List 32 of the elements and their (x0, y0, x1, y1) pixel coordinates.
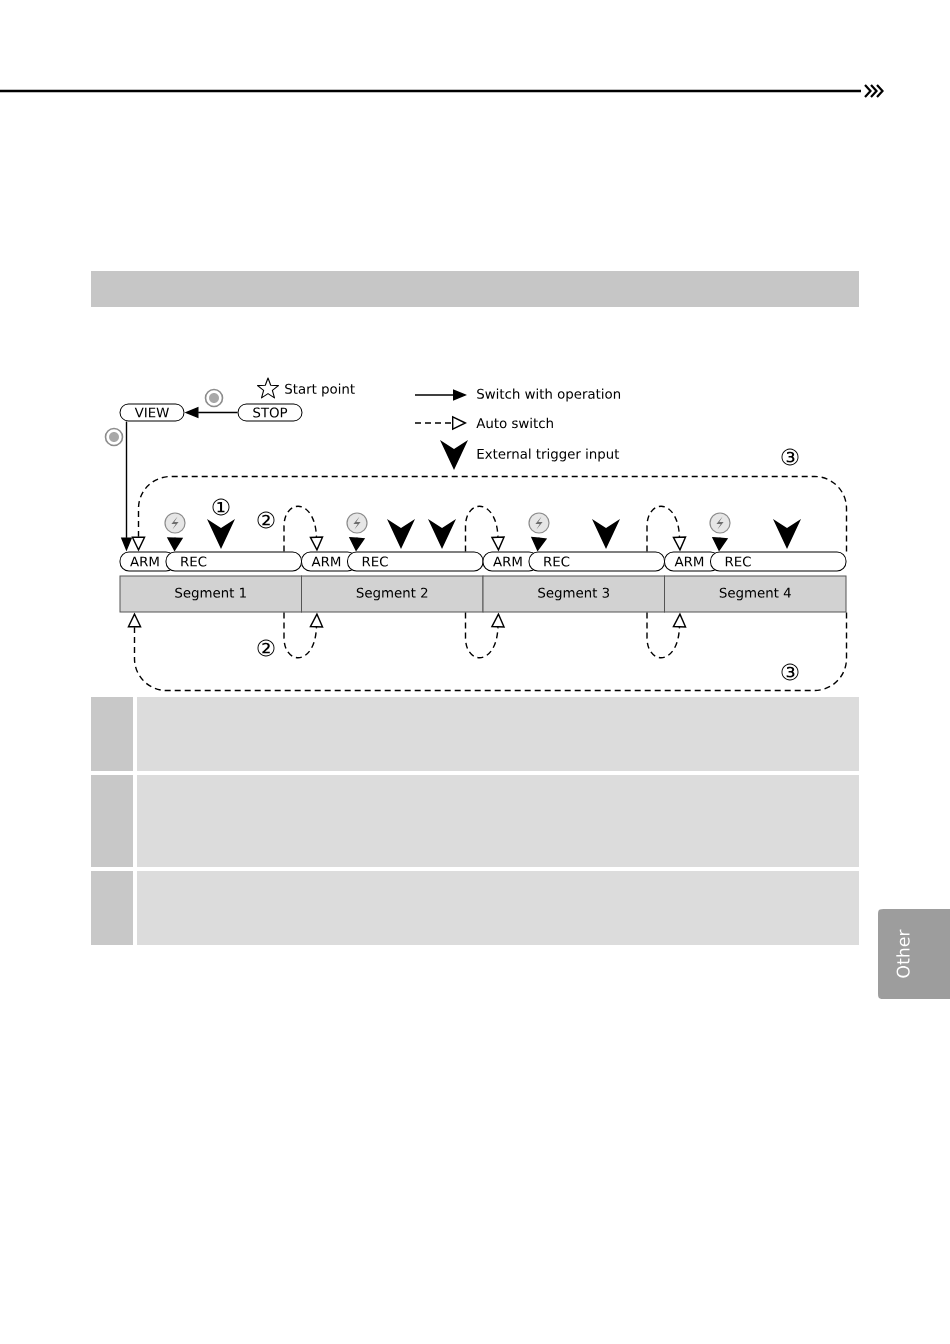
callout-number: ② (257, 511, 275, 529)
heading-bar (91, 271, 859, 307)
dashed-arrow (464, 505, 506, 553)
callout-number: ③ (781, 448, 799, 466)
callout-number: ① (212, 498, 230, 516)
state-pill: REC (347, 551, 484, 572)
state-pill: REC (710, 551, 847, 572)
mode-pill: VIEW (119, 403, 185, 422)
lightning-icon (346, 512, 368, 534)
annotation: Start point (285, 383, 355, 397)
dashed-arrow (131, 475, 848, 553)
segment-box: Segment 3 (482, 575, 665, 613)
segment-box: Segment 4 (664, 575, 847, 613)
dashed-arrow (646, 505, 687, 553)
segment-box: Segment 1 (119, 575, 302, 613)
legend-label: External trigger input (477, 448, 620, 462)
dashed-arrow (646, 611, 687, 659)
lightning-icon (709, 512, 731, 534)
callout-number: ③ (781, 663, 799, 681)
legend-label: Auto switch (476, 417, 553, 429)
lightning-icon (528, 512, 550, 534)
mode-pill: STOP (237, 403, 303, 422)
lightning-icon (164, 512, 186, 534)
state-pill: REC (528, 551, 665, 572)
state-pill: REC (165, 551, 302, 572)
side-tab: Other (878, 909, 950, 999)
dashed-arrow (283, 611, 324, 659)
dashed-arrow (283, 505, 324, 553)
dashed-arrow (127, 611, 848, 692)
segment-box: Segment 2 (301, 575, 484, 613)
callout-number: ② (257, 639, 275, 657)
legend-label: Switch with operation (477, 388, 620, 402)
